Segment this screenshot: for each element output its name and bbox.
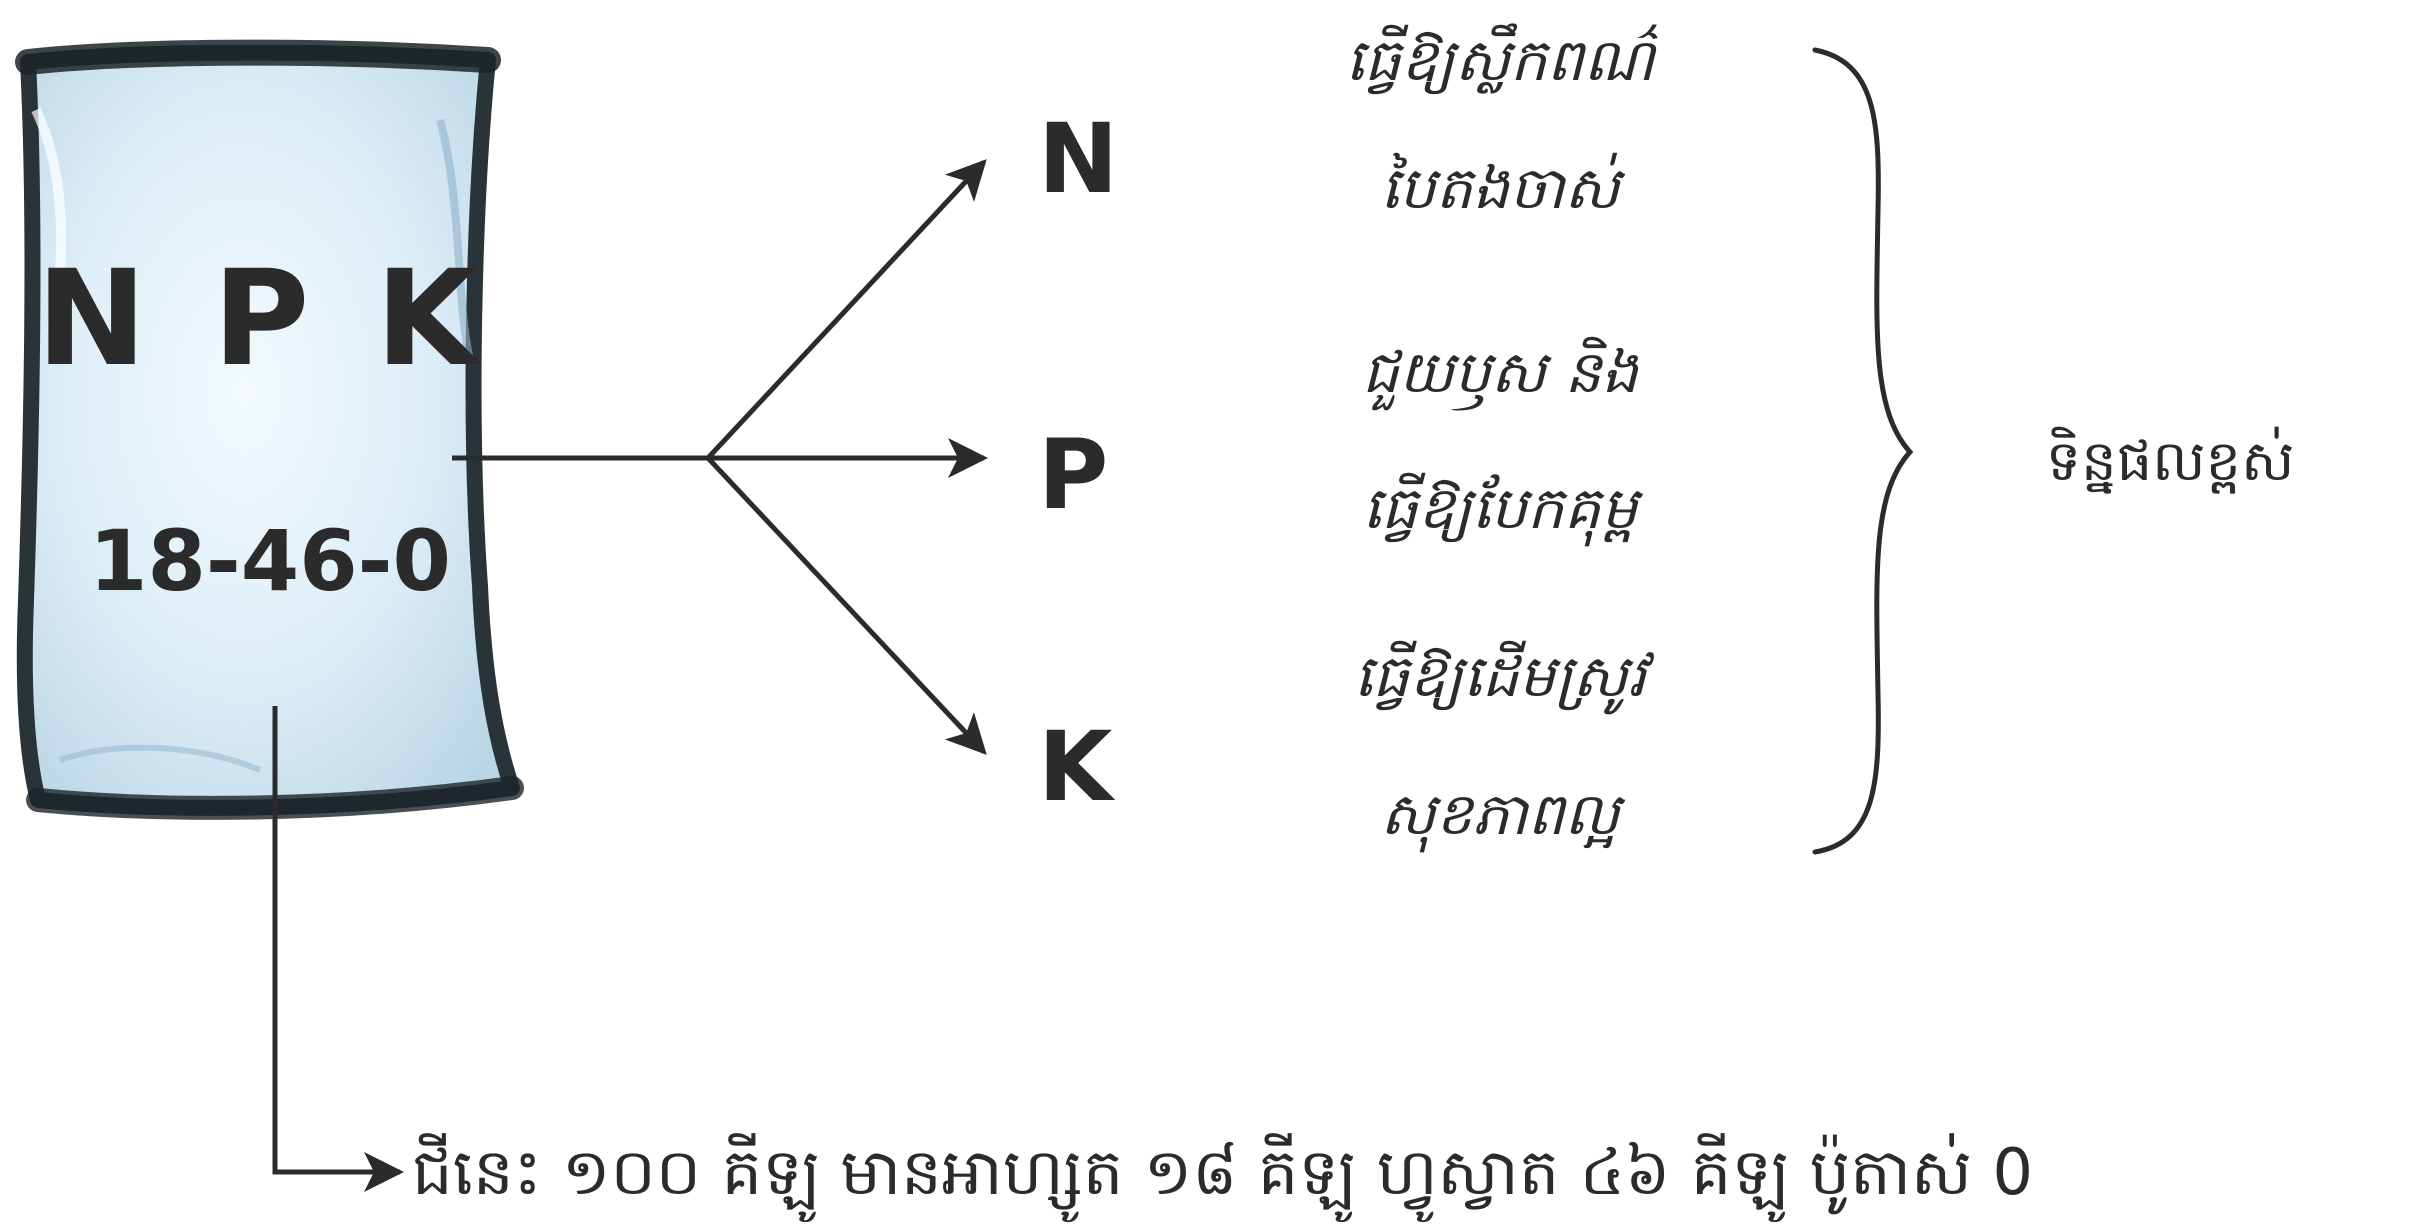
effect-p-line2: ធ្វើឱ្យបែកគុម្ព bbox=[1363, 472, 1644, 547]
curly-brace-icon bbox=[1812, 47, 1914, 855]
fertilizer-bag-icon bbox=[15, 39, 524, 820]
arrow-k-icon bbox=[706, 456, 987, 755]
nutrient-p-label: P bbox=[1038, 419, 1108, 531]
result-label: ទិន្នផលខ្ពស់ bbox=[2046, 426, 2295, 494]
effect-p-line1: ជួយឫស និង bbox=[1362, 336, 1639, 411]
effect-n-line2: បៃតងចាស់ bbox=[1380, 152, 1626, 222]
effect-n-line1: ធ្វើឱ្យស្លឹកពណ៌ bbox=[1346, 23, 1659, 95]
fertilizer-note: ជីនេះ ១០០ គីឡូ មានអាហ្សូត ១៨ គីឡូ ហ្វូស្… bbox=[412, 1133, 2033, 1223]
effect-k-line1: ធ្វើឱ្យដើមស្រូវ bbox=[1354, 640, 1656, 715]
effect-k-line2: សុខភាពល្អ bbox=[1380, 780, 1626, 853]
nutrient-k-label: K bbox=[1038, 711, 1116, 823]
bag-ratio: 18-46-0 bbox=[89, 512, 451, 610]
note-connector-arrow-icon bbox=[272, 706, 404, 1192]
nutrient-n-label: N bbox=[1038, 103, 1118, 215]
bag-title: N P K bbox=[36, 242, 487, 396]
arrow-n-icon bbox=[706, 159, 987, 460]
